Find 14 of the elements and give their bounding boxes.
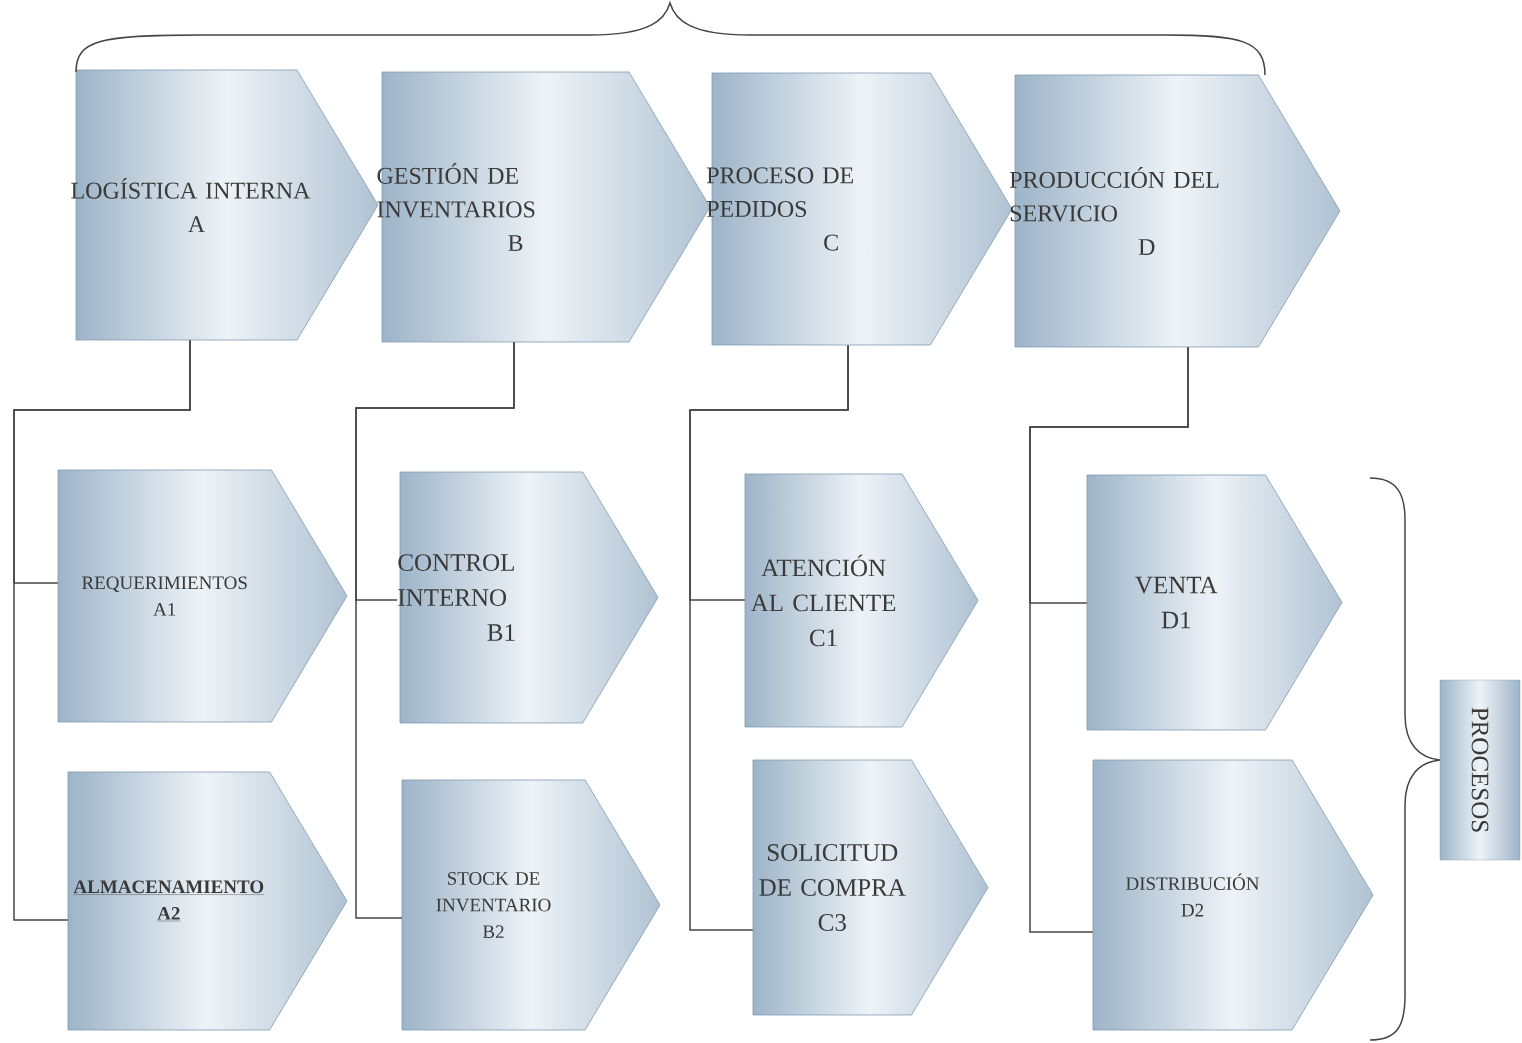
chevron-box: SOLICITUD DE COMPRA C3 [752, 759, 989, 1016]
label-box: PROCESOS [1439, 679, 1521, 861]
chevron-box: VENTA D1 [1086, 474, 1343, 731]
chevron-box: STOCK DE INVENTARIO B2 [401, 779, 661, 1031]
chevron-box: ALMACENAMIENTO A2 [67, 771, 348, 1031]
connector-line [689, 344, 849, 931]
chevron-box: REQUERIMIENTOS A1 [57, 469, 348, 723]
chevron-box: CONTROL INTERNO B1 [398, 471, 659, 724]
chevron-box: ATENCIÓN AL CLIENTE C1 [744, 473, 979, 728]
connector-line [1029, 346, 1189, 933]
chevron-box: PRODUCCIÓN DEL SERVICIO D [1009, 74, 1341, 348]
chevron-box: DISTRIBUCIÓN D2 [1092, 759, 1374, 1031]
connector-line [355, 341, 515, 919]
connector-line [13, 339, 191, 921]
